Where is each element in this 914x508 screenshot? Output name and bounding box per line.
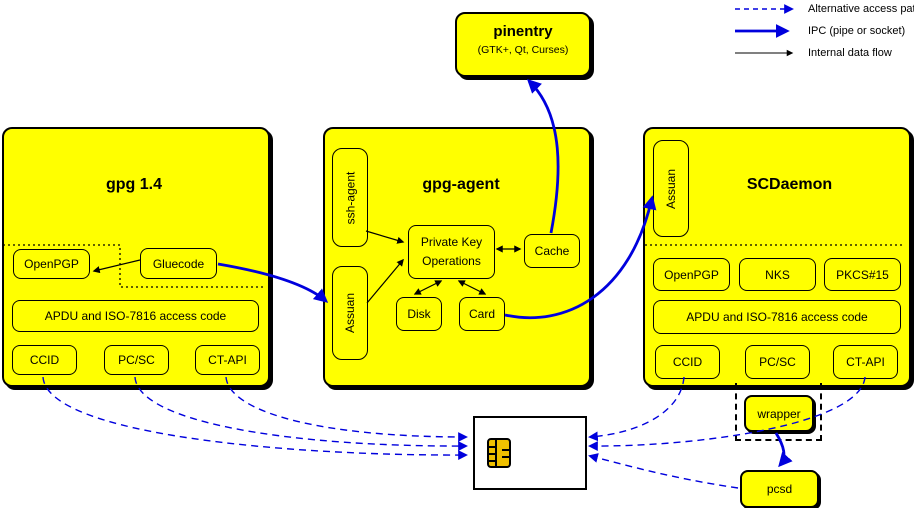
gpg14-ccid-box: CCID	[12, 345, 77, 375]
scdaemon-pkcs15-box: PKCS#15	[824, 258, 901, 291]
gpg14-gluecode-box: Gluecode	[140, 248, 217, 279]
legend-alt-access-label: Alternative access paths	[808, 3, 914, 15]
smartcard-chip-icon	[487, 438, 511, 468]
scdaemon-pcsc-box: PC/SC	[745, 345, 810, 379]
pko-line1: Private Key	[420, 234, 483, 249]
legend-internal-flow-label: Internal data flow	[808, 47, 892, 59]
smartcard	[473, 416, 587, 490]
pinentry-box: pinentry (GTK+, Qt, Curses)	[455, 12, 591, 77]
pinentry-title: pinentry	[493, 23, 553, 40]
scdaemon-title: SCDaemon	[746, 176, 833, 193]
scdaemon-assuan-label: Assuan	[664, 168, 678, 209]
gpg14-apdu-box: APDU and ISO-7816 access code	[12, 300, 259, 332]
gpg14-openpgp-box: OpenPGP	[13, 249, 90, 279]
pcsd-box: pcsd	[740, 470, 819, 508]
alt-pcsd-to-card	[588, 453, 739, 489]
pko-line2: Operations	[422, 254, 481, 268]
alt-scdaemon-ctapi-to-card	[588, 376, 866, 451]
scdaemon-nks-box: NKS	[739, 258, 816, 291]
alt-gpg14-pcsc-to-card	[134, 376, 468, 451]
gpg14-ctapi-box: CT-API	[195, 345, 260, 375]
alt-gpg14-ccid-to-card	[42, 376, 468, 460]
gpg-agent-title: gpg-agent	[422, 176, 500, 193]
sshagent-label: ssh-agent	[343, 171, 358, 224]
gpgagent-sshagent-box: ssh-agent	[332, 148, 368, 247]
scdaemon-openpgp-box: OpenPGP	[653, 258, 730, 291]
gpgagent-assuan-box: Assuan	[332, 266, 368, 360]
scdaemon-ccid-box: CCID	[655, 345, 720, 379]
wrapper-box: wrapper	[744, 395, 814, 432]
gpg14-title: gpg 1.4	[105, 176, 162, 193]
scdaemon-assuan-box: Assuan	[653, 140, 689, 237]
disk-box: Disk	[396, 297, 442, 331]
pinentry-subtitle: (GTK+, Qt, Curses)	[477, 44, 569, 56]
card-box: Card	[459, 297, 505, 331]
scdaemon-ctapi-box: CT-API	[833, 345, 898, 379]
legend-ipc-label: IPC (pipe or socket)	[808, 25, 906, 37]
cache-box: Cache	[524, 234, 580, 268]
gpgagent-assuan-label: Assuan	[343, 292, 357, 334]
gpg14-pcsc-box: PC/SC	[104, 345, 169, 375]
scdaemon-apdu-box: APDU and ISO-7816 access code	[653, 300, 901, 334]
private-key-operations-box: Private Key Operations	[408, 225, 495, 279]
